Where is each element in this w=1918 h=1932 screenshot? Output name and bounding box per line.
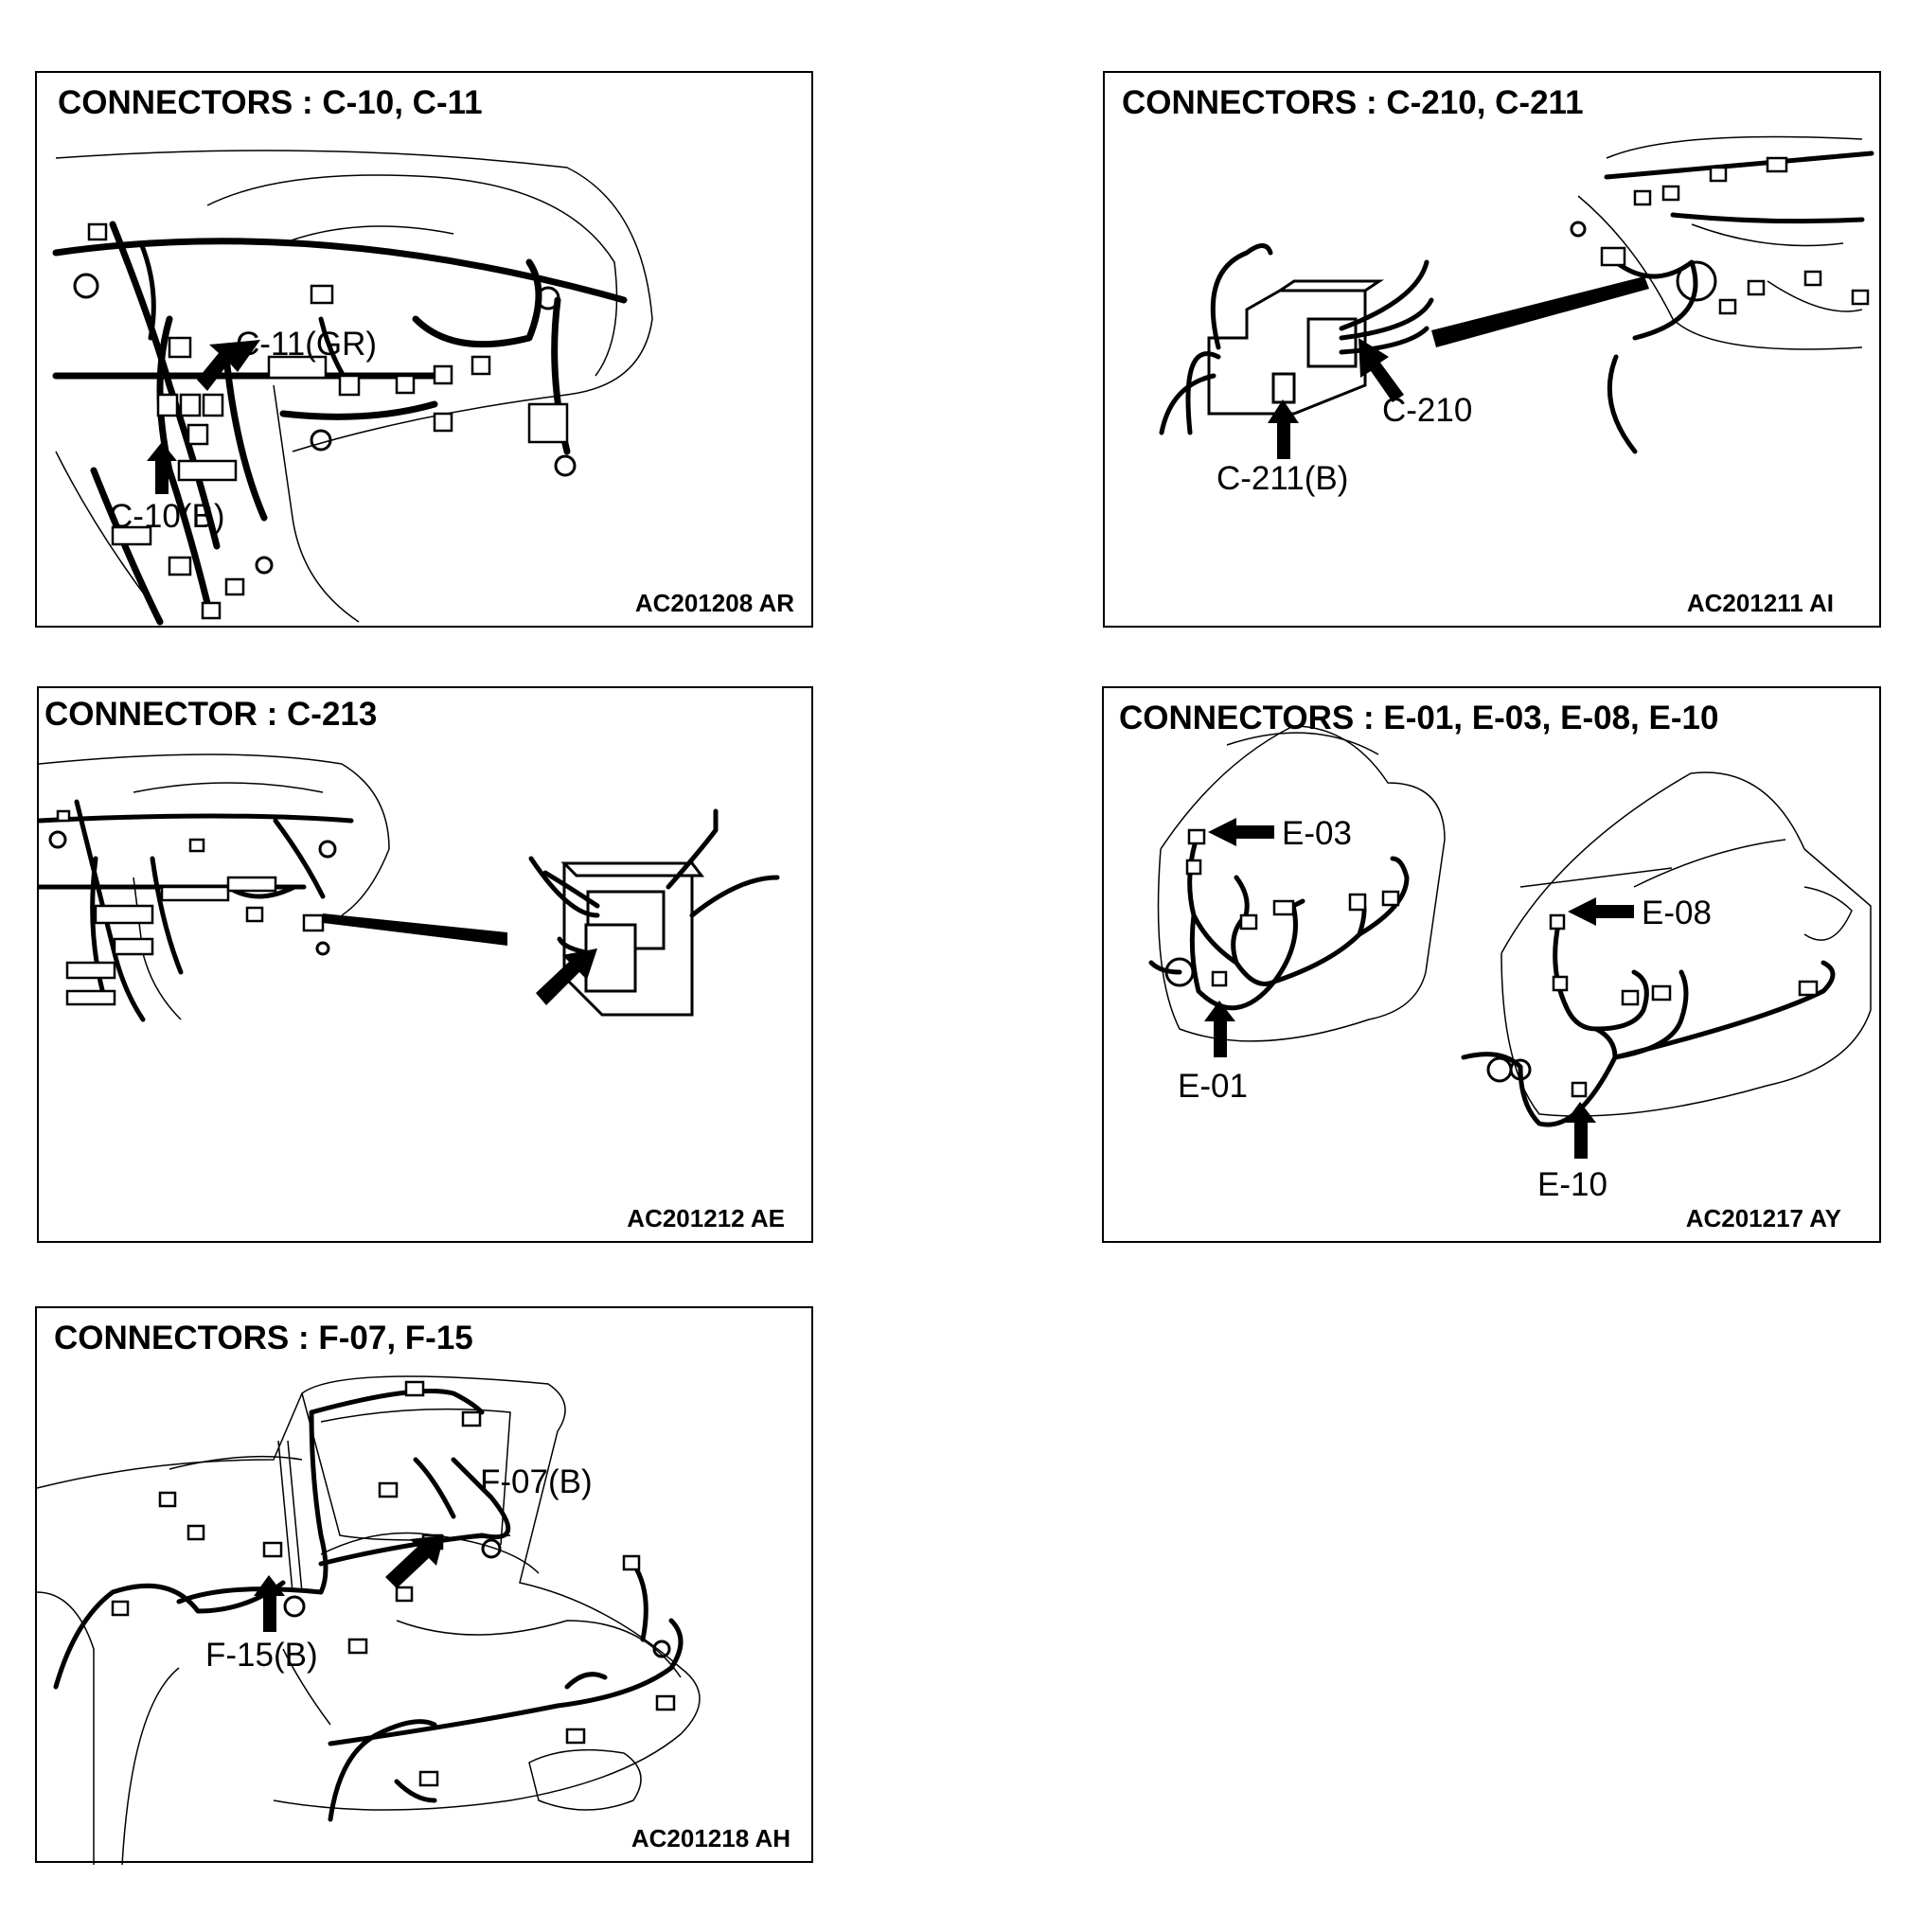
figure-code: AC201208 AR bbox=[634, 589, 794, 617]
label-c11: C-11(GR) bbox=[236, 326, 377, 363]
c210-c211-illustration: C-210 C-211(B) bbox=[1159, 135, 1874, 497]
arrow-c213 bbox=[536, 948, 597, 1005]
arrow-e08 bbox=[1568, 897, 1634, 926]
label-f07: F-07(B) bbox=[480, 1463, 593, 1500]
arrow-c210 bbox=[1359, 338, 1404, 402]
panel-title: CONNECTORS : C-210, C-211 bbox=[1122, 84, 1584, 121]
label-f15: F-15(B) bbox=[205, 1637, 318, 1674]
arrow-c10 bbox=[147, 442, 177, 494]
label-e03: E-03 bbox=[1282, 815, 1352, 852]
pointer-wedge bbox=[323, 913, 507, 946]
panel-title: CONNECTORS : F-07, F-15 bbox=[54, 1320, 473, 1356]
arrow-f07 bbox=[385, 1535, 444, 1588]
trunk-illustration: F-07(B) F-15(B) bbox=[37, 1375, 701, 1865]
arrow-f15 bbox=[254, 1575, 285, 1632]
arrow-e03 bbox=[1208, 818, 1274, 846]
panel-c210-c211: C-210 C-211(B) CONNECTORS : C-210, C-211… bbox=[1103, 71, 1881, 628]
label-c210: C-210 bbox=[1382, 392, 1472, 429]
panel-title: CONNECTORS : E-01, E-03, E-08, E-10 bbox=[1119, 700, 1719, 736]
arrow-c211 bbox=[1268, 399, 1299, 459]
panel-c10-c11: C-11(GR) C-10(B) CONNECTORS : C-10, C-11… bbox=[35, 71, 813, 628]
label-e08: E-08 bbox=[1642, 895, 1712, 931]
pointer-wedge bbox=[1431, 276, 1649, 347]
panel-title: CONNECTORS : C-10, C-11 bbox=[58, 84, 483, 121]
c213-illustration bbox=[39, 753, 780, 1022]
figure-code: AC201217 AY bbox=[1685, 1204, 1841, 1232]
label-e10: E-10 bbox=[1537, 1166, 1607, 1203]
label-c211: C-211(B) bbox=[1217, 460, 1348, 497]
c10-c11-illustration: C-11(GR) C-10(B) bbox=[52, 150, 653, 626]
figure-code: AC201211 AI bbox=[1686, 589, 1834, 617]
figure-code: AC201218 AH bbox=[630, 1824, 790, 1852]
arrow-e10 bbox=[1565, 1102, 1596, 1159]
panel-title: CONNECTOR : C-213 bbox=[44, 696, 378, 733]
panel-c213: CONNECTOR : C-213 AC201212 AE bbox=[37, 686, 813, 1243]
panel-f07-f15: F-07(B) F-15(B) CONNECTORS : F-07, F-15 … bbox=[35, 1306, 813, 1865]
arrow-c11 bbox=[197, 340, 260, 391]
label-e01: E-01 bbox=[1178, 1068, 1248, 1105]
doors-illustration: E-03 E-01 E-08 E-10 bbox=[1148, 725, 1872, 1203]
arrow-e01 bbox=[1204, 1001, 1235, 1057]
label-c10: C-10(B) bbox=[109, 498, 225, 535]
figure-code: AC201212 AE bbox=[627, 1204, 785, 1232]
panel-e01-e03-e08-e10: E-03 E-01 E-08 E-10 CONNECTORS : E-01, E… bbox=[1102, 686, 1881, 1243]
